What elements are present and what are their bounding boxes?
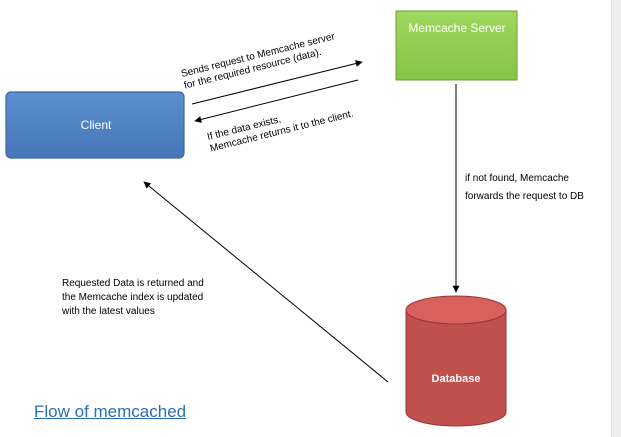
client-node: Client bbox=[5, 91, 185, 159]
svg-text:Sends request to Memcache serv: Sends request to Memcache server for the… bbox=[180, 31, 341, 92]
db-return-label-line1: Requested Data is returned and bbox=[62, 278, 204, 289]
flow-of-memcached-link[interactable]: Flow of memcached bbox=[34, 402, 187, 421]
svg-text:Requested Data is returned and: Requested Data is returned and the Memca… bbox=[61, 278, 207, 317]
database-label: Database bbox=[432, 373, 481, 385]
right-panel-edge bbox=[611, 0, 621, 437]
db-return-arrow bbox=[143, 181, 389, 383]
svg-text:if not found, Memcache: if not found, Memcache forwards the requ… bbox=[465, 173, 584, 202]
memcache-server-label: Memcache Server bbox=[408, 21, 505, 35]
request-arrow bbox=[191, 60, 363, 105]
db-return-label-line2: the Memcache index is updated bbox=[62, 292, 203, 303]
client-label: Client bbox=[81, 118, 112, 132]
not-found-label-line2: forwards the request to DB bbox=[465, 191, 584, 202]
db-return-label: Requested Data is returned and the Memca… bbox=[61, 278, 207, 317]
db-return-label-line3: with the latest values bbox=[61, 306, 155, 317]
response-arrow bbox=[194, 79, 359, 123]
svg-text:If the data exists, Me: If the data exists, Memcache returns it … bbox=[206, 97, 355, 155]
not-found-label-line1: if not found, Memcache bbox=[465, 173, 569, 184]
not-found-label: if not found, Memcache forwards the requ… bbox=[465, 173, 584, 202]
request-label: Sends request to Memcache server for the… bbox=[180, 31, 341, 92]
database-node: Database bbox=[405, 295, 507, 427]
memcache-server-node: Memcache Server bbox=[395, 10, 518, 81]
response-label: If the data exists, Memcache returns it … bbox=[206, 97, 355, 155]
